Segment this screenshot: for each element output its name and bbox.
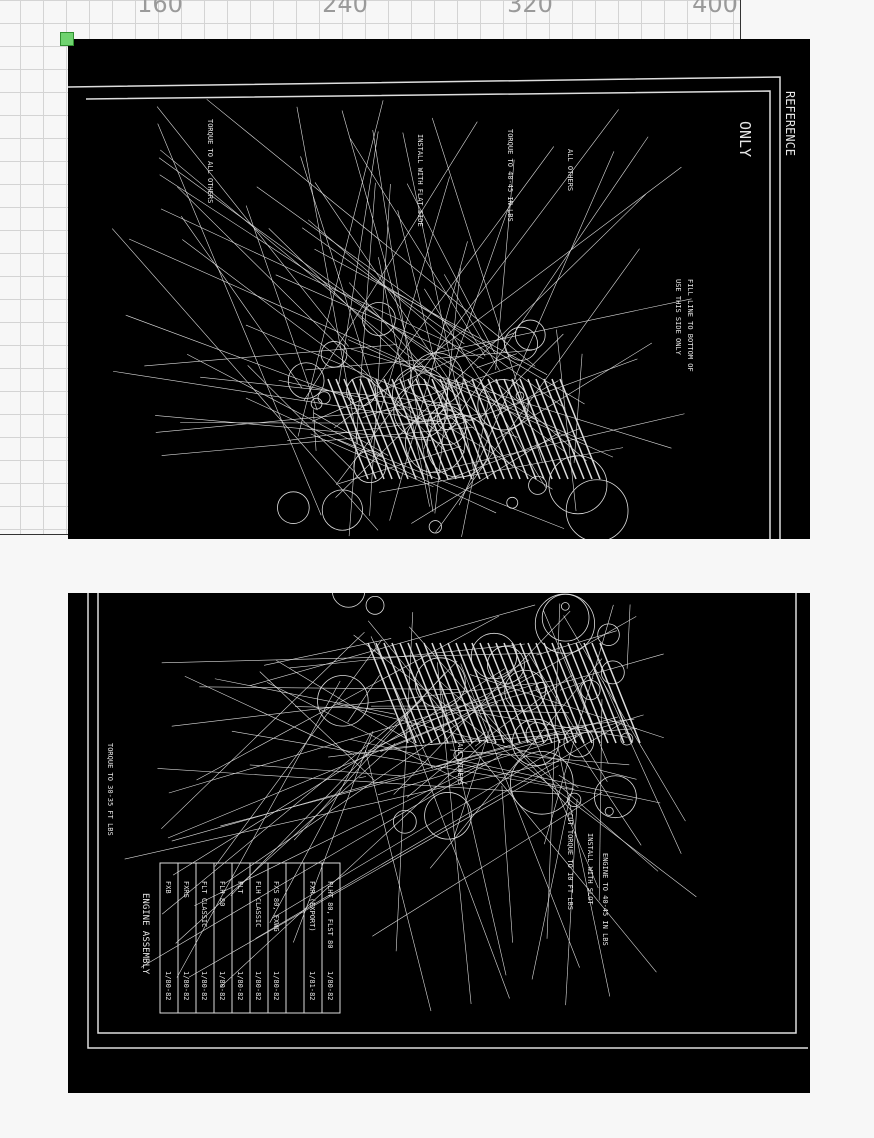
table-model: FLT CLASSIC [200,881,208,927]
table-model: FLH 80 [218,881,226,906]
reference-stamp: REFERENCE [783,91,797,156]
table-model: FLH CLASSIC [254,881,262,927]
drawing-note: INSTALL WITH FLAT SIDE [416,134,424,227]
table-code: 1/80-82 [236,971,244,1001]
drawing-note: USE THIS SIDE ONLY [674,279,682,356]
drawing-note: ENGINE TO 40-45 IN LBS [601,853,609,946]
drawing-note: TORQUE TO 30-35 FT LBS [106,743,114,836]
table-code: 1/80-82 [218,971,226,1001]
table-model: FLT [236,881,244,894]
table-code: 1/80-82 [200,971,208,1001]
table-code: 1/81-82 [308,971,316,1001]
ruler-label: 160 [137,0,183,18]
table-model: FXRS [182,881,190,898]
table-code: 1/80-82 [326,971,334,1001]
ruler-label: 400 [692,0,738,18]
selection-handle[interactable] [60,32,74,46]
engine-drawing-image-top[interactable]: REFERENCE ONLY ALL OTHERS TORQUE TO 40-4… [68,39,810,539]
title-block: ENGINE ASSEMBLY [140,893,150,975]
drawing-note: ALL OTHERS [566,149,574,191]
table-code: 1/80-82 [272,971,280,1001]
drawing-note: CUT TORQUE TO 10 FT LBS [566,813,574,910]
table-model: FXS 80, FXWG [272,881,280,932]
drawing-svg: REFERENCE ONLY ALL OTHERS TORQUE TO 40-4… [68,76,797,539]
drawing-note: INSTALL WITH SLOT [586,833,594,905]
engine-drawing-image-bottom[interactable]: FLHT 80, FLST 80 1/80-82 FXR (EXPORT) 1/81-… [68,593,810,1093]
parts-table: FLHT 80, FLST 80 1/80-82 FXR (EXPORT) 1/81-… [159,862,341,1014]
ruler-label: 320 [507,0,553,18]
drawing-note: ALL OTHERS [456,743,464,785]
drawing-svg: FLHT 80, FLST 80 1/80-82 FXR (EXPORT) 1/81-… [87,593,808,1049]
drawing-note: FILL LINE TO BOTTOM OF [686,279,694,372]
table-row [159,862,179,1014]
table-model: FXR (EXPORT) [308,881,316,932]
drawing-note: TORQUE TO ALL OTHERS [206,119,214,203]
only-stamp: ONLY [736,121,754,157]
table-model: FLHT 80, FLST 80 [326,881,334,948]
table-code: 1/80-82 [164,971,172,1001]
drawing-note: TORQUE TO 40-45 IN LBS [506,129,514,222]
table-model: FXB [164,881,172,894]
table-code: 1/80-82 [254,971,262,1001]
ruler-label: 240 [322,0,368,18]
table-code: 1/80-82 [182,971,190,1001]
